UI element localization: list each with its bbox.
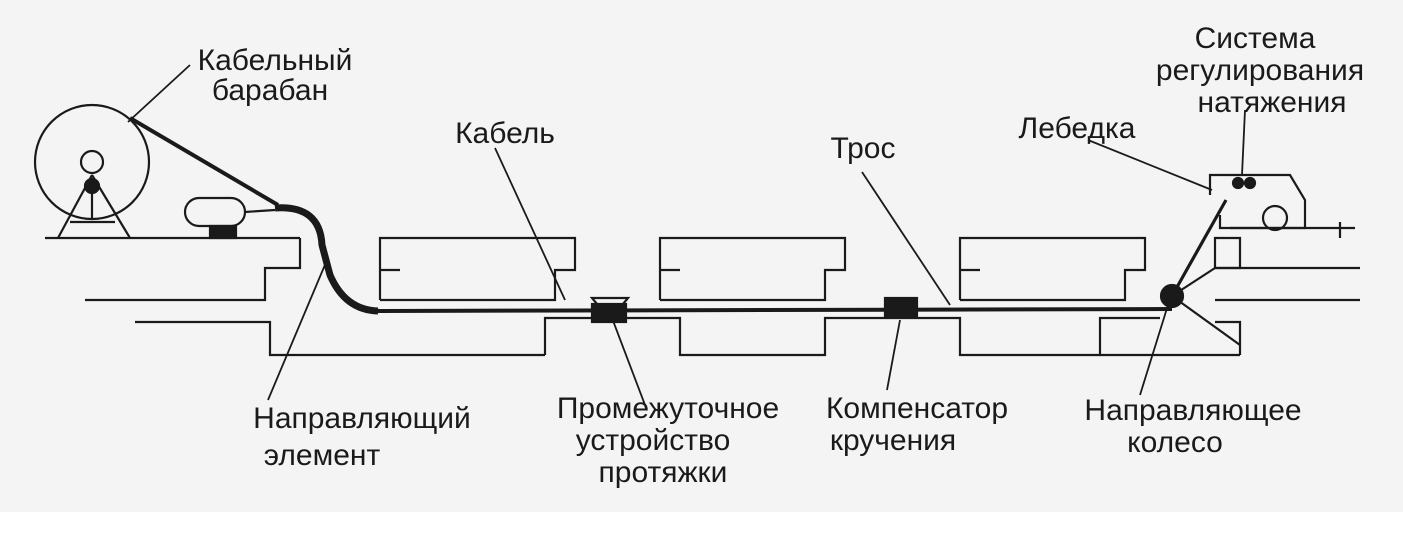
label-tension-1: Система — [1195, 22, 1316, 55]
label-compensator-2: кручения — [830, 424, 956, 457]
torsion-compensator — [883, 296, 919, 318]
label-cable: Кабель — [455, 117, 555, 150]
leader-lines — [127, 64, 1246, 406]
duct-pit-right — [1213, 222, 1360, 355]
label-intermediate-1: Промежуточное — [557, 392, 779, 425]
label-guide-element-2: элемент — [264, 439, 381, 472]
rope-to-winch — [1170, 199, 1228, 297]
duct-pit-left — [85, 238, 545, 357]
cable-from-drum — [128, 116, 280, 207]
wheel-bracket — [1171, 295, 1241, 346]
label-compensator-1: Компенсатор — [826, 392, 1008, 425]
duct-blocks-upper — [378, 236, 1147, 302]
feed-device — [183, 196, 276, 240]
intermediate-pulling-device — [589, 296, 631, 324]
label-drum-2: барабан — [212, 74, 328, 107]
page-margin — [0, 512, 1403, 550]
label-winch: Лебедка — [1019, 112, 1136, 145]
label-intermediate-3: протяжки — [599, 456, 728, 489]
cable-path — [274, 204, 379, 315]
label-tension-2: регулирования — [1156, 54, 1364, 87]
label-intermediate-2: устройство — [576, 424, 731, 457]
label-rope: Трос — [830, 132, 895, 165]
cable-and-rope-line — [377, 307, 1173, 313]
cable-drum — [33, 103, 151, 239]
label-guide-element-1: Направляющий — [253, 402, 471, 435]
label-tension-3: натяжения — [1198, 86, 1347, 119]
label-guide-wheel-1: Направляющее — [1084, 394, 1301, 427]
label-guide-wheel-2: колесо — [1127, 426, 1223, 459]
winch-trailer — [1208, 173, 1307, 232]
label-drum-1: Кабельный — [198, 44, 353, 77]
duct-blocks-lower — [543, 316, 1240, 357]
guide-wheel — [1159, 283, 1185, 309]
